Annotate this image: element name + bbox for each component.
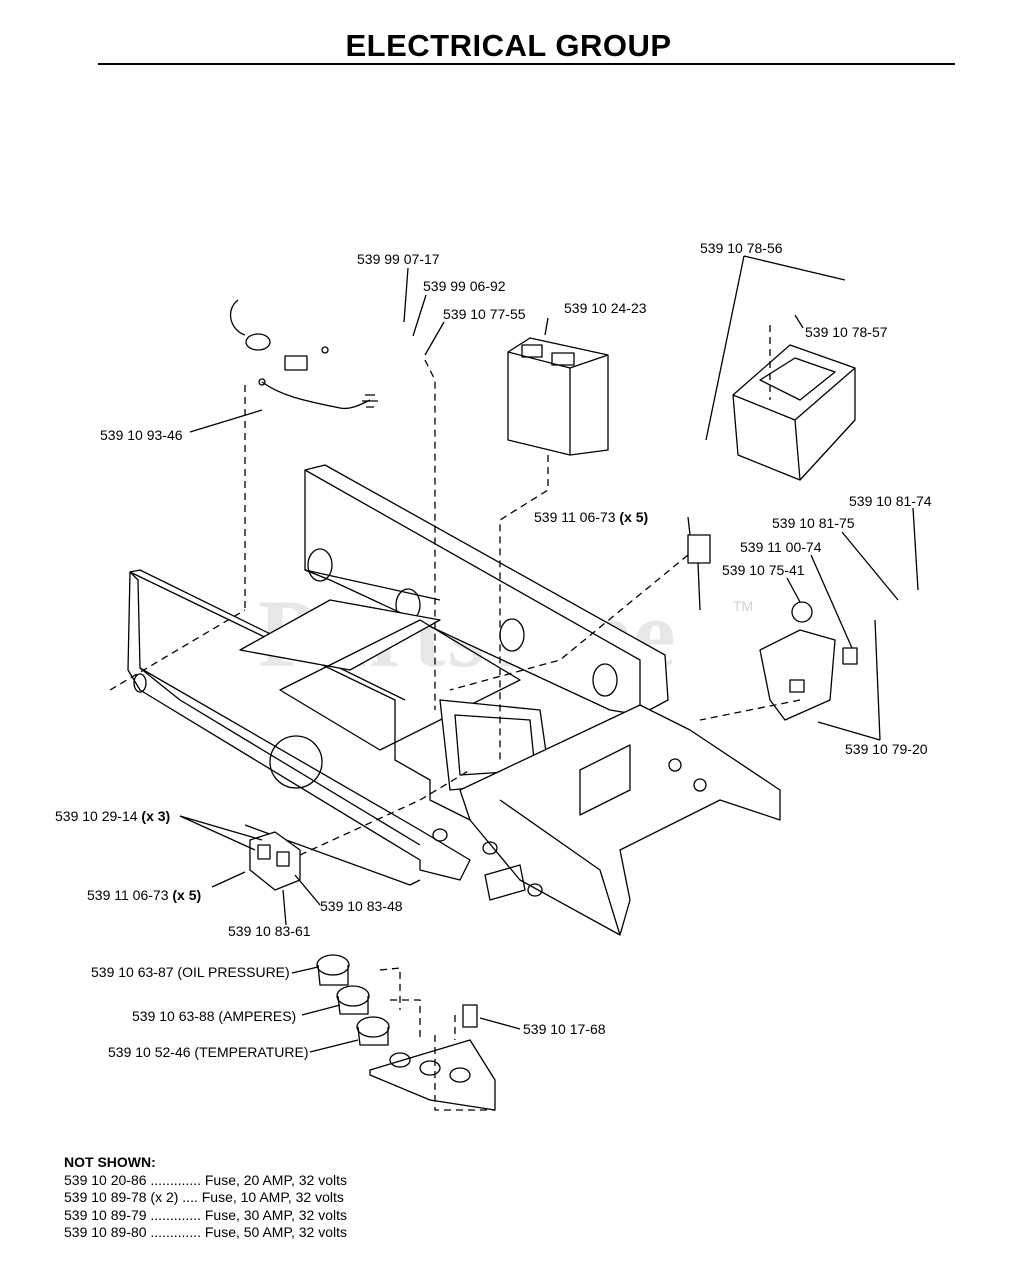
callout-quantity: (x 5): [172, 887, 202, 903]
watermark-tm: TM: [733, 598, 754, 614]
callout-part-number: 539 10 29-14: [55, 808, 138, 824]
callout-539-10-78-57: 539 10 78-57: [805, 324, 888, 340]
callout-quantity: (x 3): [141, 808, 171, 824]
relay-block: [249, 831, 301, 891]
callout-539-10-81-74: 539 10 81-74: [849, 493, 932, 509]
callout-539-11-00-74: 539 11 00-74: [740, 539, 822, 555]
wiring-harness: [229, 299, 378, 410]
leader-lines: [179, 255, 919, 1053]
callout-539-11-06-73-top: 539 11 06-73 (x 5): [534, 509, 648, 525]
callout-539-10-81-75: 539 10 81-75: [772, 515, 855, 531]
not-shown-header: NOT SHOWN:: [64, 1154, 156, 1170]
callout-539-99-06-92: 539 99 06-92: [423, 278, 506, 294]
not-shown-item: 539 10 89-79 ............. Fuse, 30 AMP,…: [64, 1206, 348, 1223]
callout-temperature-gauge: 539 10 52-46 (TEMPERATURE): [108, 1044, 309, 1060]
not-shown-list: NOT SHOWN: 539 10 20-86 ............. Fu…: [64, 1154, 347, 1242]
frame-front-plate: [432, 704, 781, 936]
callout-539-10-93-46: 539 10 93-46: [100, 427, 183, 443]
callout-539-10-79-20: 539 10 79-20: [845, 741, 928, 757]
page-title: ELECTRICAL GROUP: [345, 28, 672, 63]
callout-539-10-83-61: 539 10 83-61: [228, 923, 311, 939]
callout-539-10-17-68: 539 10 17-68: [523, 1021, 606, 1037]
callout-539-10-83-48: 539 10 83-48: [320, 898, 403, 914]
not-shown-item: 539 10 89-78 (x 2) .... Fuse, 10 AMP, 32…: [64, 1189, 344, 1205]
callout-539-10-29-14: 539 10 29-14 (x 3): [55, 808, 170, 824]
assembly-lines: [109, 325, 801, 1111]
callout-part-number: 539 11 06-73: [87, 887, 169, 903]
not-shown-item: 539 10 89-80 ............. Fuse, 50 AMP,…: [64, 1224, 348, 1240]
callout-oil-pressure-gauge: 539 10 63-87 (OIL PRESSURE): [91, 964, 290, 980]
battery-box: [732, 344, 856, 481]
callout-quantity: (x 5): [619, 509, 649, 525]
callout-part-number: 539 11 06-73: [534, 509, 616, 525]
callout-539-10-78-56: 539 10 78-56: [700, 240, 783, 256]
callout-539-99-07-17: 539 99 07-17: [357, 251, 440, 267]
callout-539-10-75-41: 539 10 75-41: [722, 562, 805, 578]
frame-skid: [244, 824, 421, 886]
gauge-panel: [316, 954, 496, 1111]
callout-539-10-24-23: 539 10 24-23: [564, 300, 647, 316]
harness-connector: [687, 534, 711, 611]
callout-amperes-gauge: 539 10 63-88 (AMPERES): [132, 1008, 297, 1024]
battery: [507, 337, 609, 456]
callout-539-10-77-55: 539 10 77-55: [443, 306, 526, 322]
control-module: [759, 601, 858, 721]
not-shown-item: 539 10 20-86 ............. Fuse, 20 AMP,…: [64, 1171, 348, 1188]
callout-539-11-06-73-bottom: 539 11 06-73 (x 5): [87, 887, 201, 903]
title-rule: [98, 63, 955, 65]
